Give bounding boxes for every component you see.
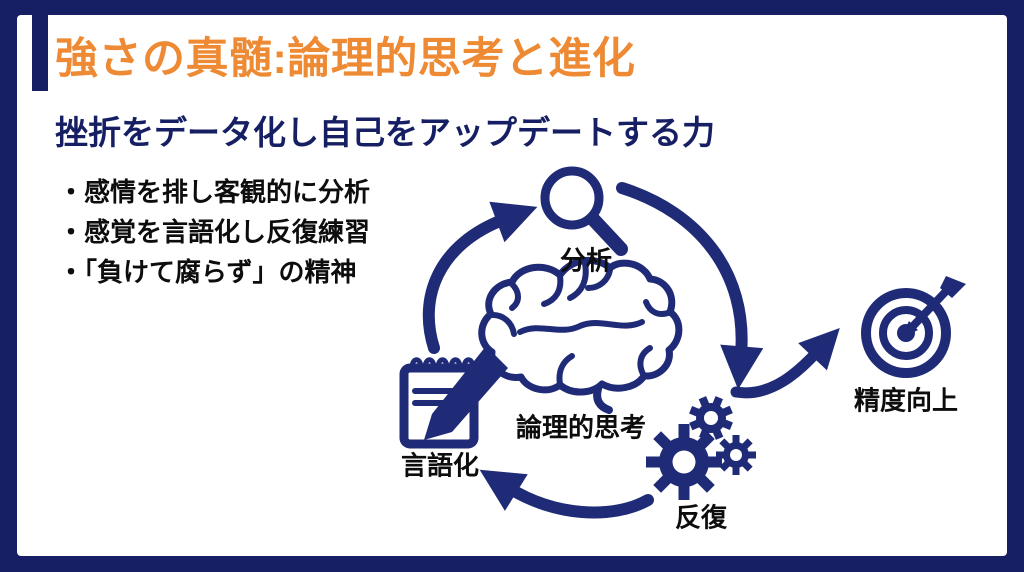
target-icon bbox=[861, 276, 966, 378]
label-analysis: 分析 bbox=[559, 245, 613, 276]
slide-subtitle: 挫折をデータ化し自己をアップデートする力 bbox=[55, 114, 715, 151]
label-logical-thinking: 論理的思考 bbox=[515, 412, 647, 443]
bullet-item: ・感覚を言語化し反復練習 bbox=[58, 217, 371, 247]
bullet-item: ・「負けて腐らず」の精神 bbox=[58, 257, 357, 287]
arrow-repetition-to-verbalization bbox=[479, 469, 654, 519]
magnifier-icon bbox=[540, 166, 628, 256]
brain-icon bbox=[478, 256, 683, 414]
arrow-cycle-to-target bbox=[730, 328, 840, 399]
arrow-analysis-to-repetition bbox=[616, 182, 764, 390]
notepad-pencil-icon bbox=[399, 346, 508, 449]
label-repetition: 反復 bbox=[674, 502, 728, 533]
bullet-list: ・感情を排し客観的に分析 ・感覚を言語化し反復練習 ・「負けて腐らず」の精神 bbox=[58, 172, 370, 292]
arrow-verbalization-to-analysis bbox=[422, 201, 538, 354]
gears-icon bbox=[646, 396, 756, 500]
bullet-item: ・感情を排し客観的に分析 bbox=[58, 177, 371, 207]
slide-title: 強さの真髄:論理的思考と進化 bbox=[55, 35, 636, 83]
label-precision-up: 精度向上 bbox=[853, 385, 959, 416]
label-verbalization: 言語化 bbox=[400, 450, 480, 481]
title-accent-bar bbox=[32, 15, 48, 91]
